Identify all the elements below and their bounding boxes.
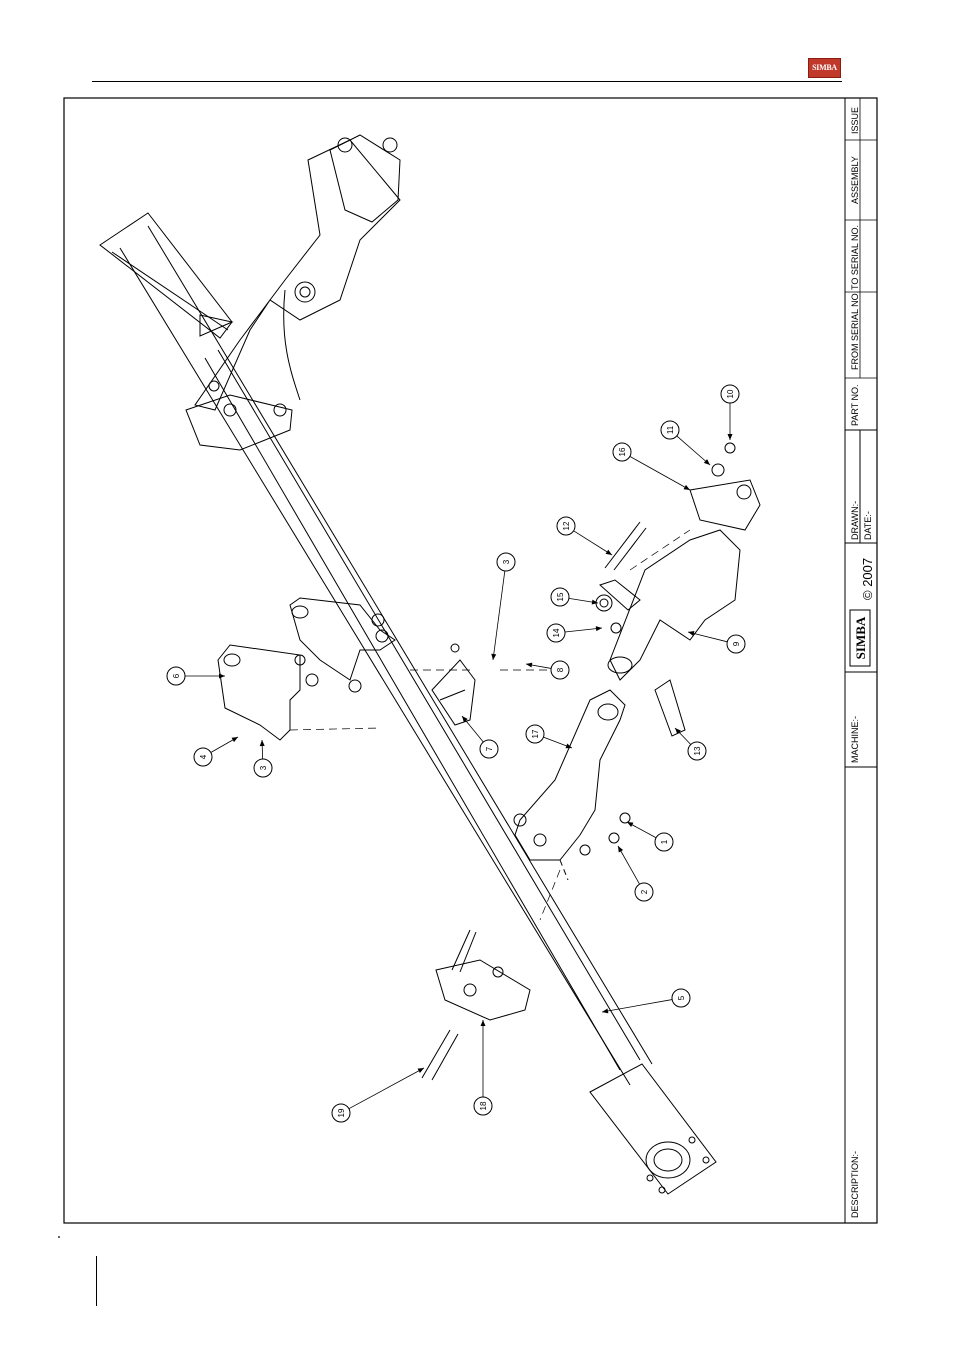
leader-line — [602, 1000, 672, 1012]
callout-number: 3 — [502, 559, 511, 564]
machine-label: MACHINE:- — [850, 716, 860, 763]
drawn-label: DRAWN:- — [850, 501, 860, 540]
callout-number: 15 — [556, 592, 565, 601]
simba-title-logo: SIMBA — [850, 610, 870, 666]
callout-6: 6 — [167, 667, 225, 685]
callout-number: 14 — [552, 628, 561, 637]
callout-11: 11 — [661, 421, 710, 465]
callout-14: 14 — [547, 624, 602, 642]
description-label: DESCRIPTION:- — [850, 1151, 860, 1218]
arrow-head — [481, 1020, 486, 1026]
leader-line — [574, 531, 612, 555]
callout-number: 10 — [726, 389, 735, 398]
callout-7: 7 — [462, 716, 498, 758]
callout-number: 16 — [618, 447, 627, 456]
arrow-head — [260, 740, 265, 746]
issue-label: ISSUE — [850, 107, 860, 134]
callout-4: 4 — [194, 737, 238, 766]
callout-number: 13 — [693, 746, 702, 755]
title-block-text: DESCRIPTION:- MACHINE:- SIMBA © 2007 DRA… — [850, 107, 875, 1218]
leader-line — [349, 1068, 424, 1109]
arrow-head — [592, 600, 598, 605]
callout-10: 10 — [721, 385, 739, 440]
callout-number: 8 — [556, 667, 565, 672]
callout-number: 11 — [666, 425, 675, 434]
arrow-head — [602, 1008, 608, 1013]
callout-17: 17 — [526, 725, 572, 748]
hidden-lines — [290, 530, 690, 920]
right-assembly — [596, 443, 760, 736]
lower-bracket — [422, 930, 530, 1080]
callout-number: 2 — [640, 889, 649, 894]
arrow-head — [526, 663, 532, 668]
callout-number: 18 — [479, 1101, 488, 1110]
leader-line — [688, 632, 727, 642]
leader-line — [493, 571, 505, 660]
date-label: DATE:- — [863, 511, 873, 540]
arrow-head — [232, 737, 238, 742]
part-no-label: PART NO. — [850, 384, 860, 426]
callout-3: 3 — [254, 740, 272, 777]
callout-5: 5 — [602, 989, 690, 1013]
arrow-head — [606, 550, 612, 555]
callout-number: 6 — [172, 673, 181, 678]
arrow-head — [491, 654, 496, 660]
lower-arm — [514, 690, 630, 880]
callout-12: 12 — [557, 517, 612, 555]
callout-15: 15 — [551, 588, 598, 606]
leader-line — [630, 456, 690, 490]
callout-number: 19 — [337, 1108, 346, 1117]
svg-text:SIMBA: SIMBA — [853, 616, 868, 659]
callout-number: 4 — [199, 754, 208, 759]
drawing-frame — [64, 98, 877, 1223]
callout-number: 3 — [259, 765, 268, 770]
callout-number: 12 — [562, 521, 571, 530]
arrow-head — [618, 846, 623, 852]
callout-number: 7 — [485, 746, 494, 751]
from-serial-label: FROM SERIAL NO. — [850, 291, 860, 370]
callout-3: 3 — [491, 553, 515, 660]
callout-2: 2 — [618, 846, 653, 901]
callout-number: 5 — [677, 995, 686, 1000]
callout-9: 9 — [688, 631, 745, 653]
to-serial-label: TO SERIAL NO. — [850, 225, 860, 290]
leader-line — [618, 846, 640, 884]
callout-19: 19 — [332, 1068, 424, 1122]
callout-1: 1 — [627, 822, 673, 851]
upper-arm-bracket — [186, 135, 400, 450]
callout-number: 1 — [660, 839, 669, 844]
arrow-head — [596, 626, 602, 631]
callout-number: 9 — [732, 641, 741, 646]
leader-line — [677, 436, 710, 465]
callout-18: 18 — [474, 1020, 492, 1115]
arrow-head — [684, 485, 690, 490]
arrow-head — [219, 674, 225, 679]
callout-13: 13 — [675, 728, 706, 760]
assembly-label: ASSEMBLY — [850, 156, 860, 204]
callout-16: 16 — [613, 443, 690, 490]
callout-number: 17 — [531, 729, 540, 738]
copyright-text: © 2007 — [860, 558, 875, 600]
arrow-head — [728, 434, 733, 440]
